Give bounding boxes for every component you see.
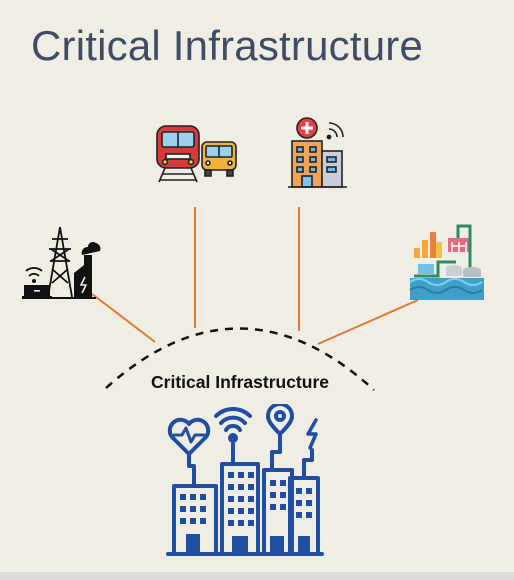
connector-water <box>317 299 419 345</box>
connector-energy <box>91 293 156 343</box>
water-treatment-icon <box>409 224 484 300</box>
lightning-icon <box>306 418 318 450</box>
bottom-strip <box>0 572 514 580</box>
dashed-arc <box>105 327 375 391</box>
power-tower-icon <box>22 226 101 299</box>
center-label: Critical Infrastructure <box>151 372 329 392</box>
location-pin-icon <box>266 404 294 436</box>
wifi-icon <box>214 406 252 432</box>
smart-city-icon <box>166 404 324 556</box>
slide-title: Critical Infrastructure <box>31 22 424 69</box>
train-bus-icon <box>156 125 237 183</box>
hospital-icon <box>288 117 347 188</box>
heart-icon <box>167 417 211 456</box>
